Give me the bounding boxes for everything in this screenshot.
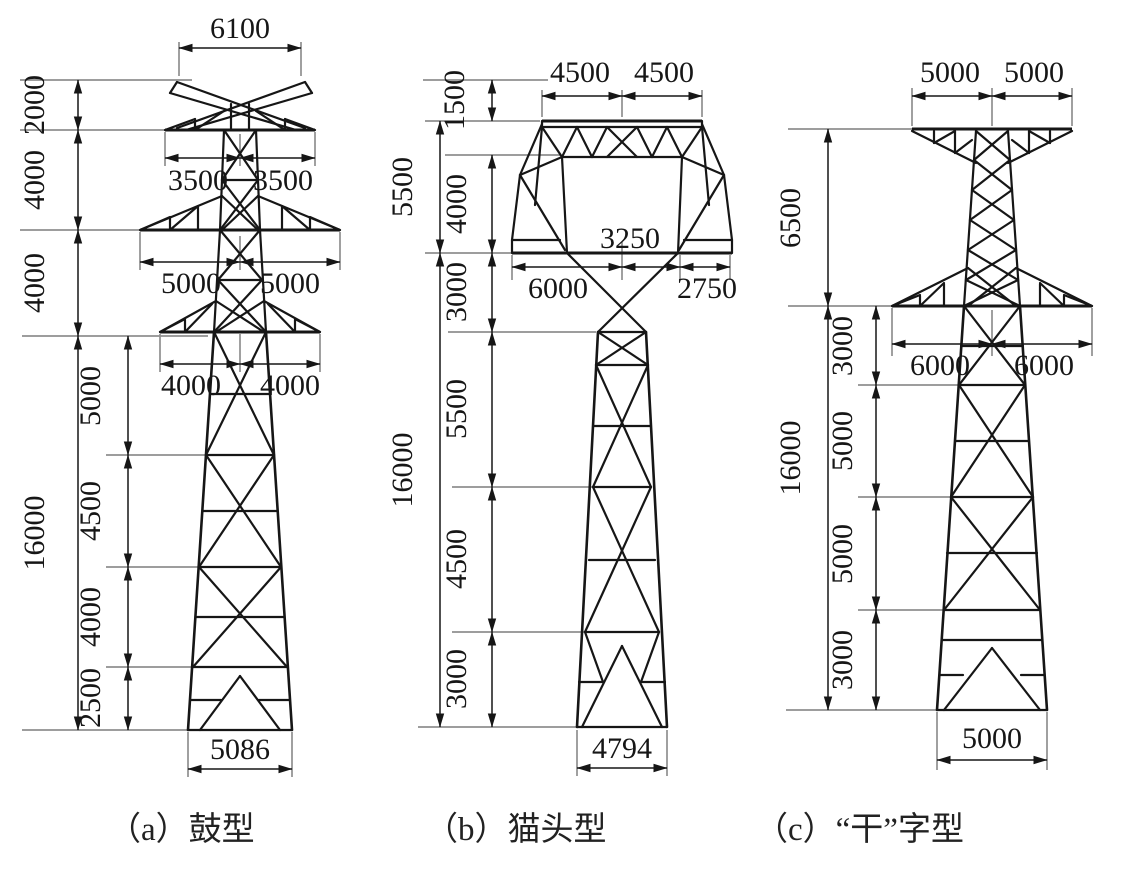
captions: （a）鼓型 （b）猫头型 （c）“干”字型 bbox=[108, 811, 964, 848]
tower-a: 6100 2000 4000 4000 16000 5000 4500 4000… bbox=[18, 12, 342, 777]
dim-label: 3500 bbox=[253, 164, 313, 197]
tower-a-extension-lines bbox=[20, 42, 341, 777]
dim-label: 5000 bbox=[74, 366, 107, 426]
tower-c-dimension-lines bbox=[823, 91, 1093, 765]
caption-b: （b）猫头型 bbox=[425, 811, 607, 848]
caption-c: （c）“干”字型 bbox=[755, 811, 964, 848]
tower-a-dimension-labels: 6100 2000 4000 4000 16000 5000 4500 4000… bbox=[18, 12, 320, 766]
dim-label: 5000 bbox=[1004, 56, 1064, 89]
dim-label: 3000 bbox=[440, 262, 473, 322]
dim-label: 2000 bbox=[18, 75, 51, 135]
dim-label: 4000 bbox=[74, 587, 107, 647]
dim-label: 5500 bbox=[386, 157, 419, 217]
dim-label: 4000 bbox=[440, 174, 473, 234]
dim-label: 5000 bbox=[826, 524, 859, 584]
tower-a-structure bbox=[138, 80, 342, 732]
dim-label: 3000 bbox=[826, 630, 859, 690]
tower-a-dimension-lines bbox=[73, 43, 341, 774]
dim-label: 6100 bbox=[210, 12, 270, 45]
dim-label: 4500 bbox=[74, 481, 107, 541]
dim-label: 16000 bbox=[386, 433, 419, 508]
tower-b-dimension-labels: 4500 4500 1500 5500 4000 3000 16000 5500… bbox=[386, 56, 737, 765]
dim-label: 1500 bbox=[438, 70, 471, 130]
dim-label: 5000 bbox=[826, 411, 859, 471]
tower-c-structure bbox=[890, 127, 1094, 712]
dim-label: 5086 bbox=[210, 733, 270, 766]
dim-label: 4794 bbox=[592, 732, 652, 765]
dim-label: 4000 bbox=[161, 369, 221, 402]
dim-label: 16000 bbox=[774, 421, 807, 496]
tower-b-structure bbox=[510, 119, 734, 729]
dim-label: 3500 bbox=[168, 164, 228, 197]
dim-label: 3000 bbox=[440, 649, 473, 709]
dim-label: 4000 bbox=[260, 369, 320, 402]
dim-label: 3000 bbox=[826, 316, 859, 376]
dim-label: 4500 bbox=[550, 56, 610, 89]
tower-b: 4500 4500 1500 5500 4000 3000 16000 5500… bbox=[386, 56, 737, 776]
dim-label: 5000 bbox=[962, 722, 1022, 755]
dim-label: 5000 bbox=[920, 56, 980, 89]
caption-a: （a）鼓型 bbox=[108, 811, 255, 848]
dim-label: 6000 bbox=[910, 349, 970, 382]
dim-label: 3250 bbox=[600, 222, 660, 255]
dim-label: 6000 bbox=[528, 272, 588, 305]
dim-label: 5000 bbox=[161, 267, 221, 300]
dim-label: 5000 bbox=[260, 267, 320, 300]
tower-c-dimension-labels: 5000 5000 6500 16000 3000 5000 5000 3000… bbox=[774, 56, 1074, 755]
tower-b-extension-lines bbox=[418, 79, 731, 776]
dim-label: 5500 bbox=[440, 379, 473, 439]
dim-label: 4500 bbox=[634, 56, 694, 89]
dim-label: 6500 bbox=[774, 188, 807, 248]
dim-label: 6000 bbox=[1014, 349, 1074, 382]
dim-label: 16000 bbox=[18, 496, 51, 571]
tower-c: 5000 5000 6500 16000 3000 5000 5000 3000… bbox=[774, 56, 1094, 770]
dim-label: 4000 bbox=[18, 253, 51, 313]
dim-label: 2750 bbox=[677, 272, 737, 305]
dim-label: 2500 bbox=[74, 668, 107, 728]
tower-b-dimension-lines bbox=[435, 79, 731, 773]
dim-label: 4500 bbox=[440, 529, 473, 589]
dim-label: 4000 bbox=[18, 150, 51, 210]
